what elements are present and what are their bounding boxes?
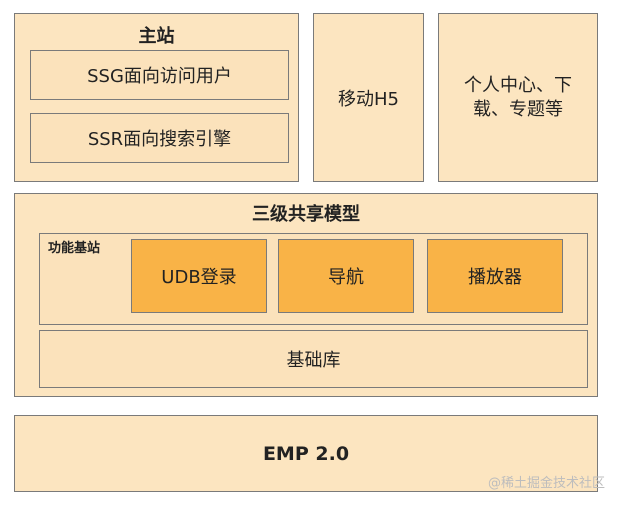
player-module: 播放器 xyxy=(427,239,563,313)
personal-center-panel: 个人中心、下载、专题等 xyxy=(438,13,598,182)
mobile-h5-panel: 移动H5 xyxy=(313,13,424,182)
feature-station-panel: 功能基站 UDB登录 导航 播放器 xyxy=(39,233,588,325)
udb-login-label: UDB登录 xyxy=(161,267,237,288)
personal-center-label: 个人中心、下载、专题等 xyxy=(464,74,572,120)
shared-model-title: 三级共享模型 xyxy=(252,204,360,225)
ssg-label: SSG面向访问用户 xyxy=(87,66,232,87)
ssr-label: SSR面向搜索引擎 xyxy=(87,129,232,150)
ssr-box: SSR面向搜索引擎 xyxy=(30,113,289,163)
main-site-panel: 主站 SSG面向访问用户 SSR面向搜索引擎 xyxy=(14,13,299,182)
emp-panel: EMP 2.0 xyxy=(14,415,598,492)
base-lib-box: 基础库 xyxy=(39,330,588,388)
mobile-h5-label: 移动H5 xyxy=(338,88,399,110)
base-lib-label: 基础库 xyxy=(286,350,341,371)
ssg-box: SSG面向访问用户 xyxy=(30,50,289,100)
player-label: 播放器 xyxy=(468,267,522,288)
udb-login-module: UDB登录 xyxy=(131,239,267,313)
emp-label: EMP 2.0 xyxy=(262,442,350,465)
nav-module: 导航 xyxy=(278,239,414,313)
feature-station-title: 功能基站 xyxy=(48,241,101,256)
watermark: @稀土掘金技术社区 xyxy=(487,476,605,491)
nav-label: 导航 xyxy=(328,267,364,288)
main-site-title: 主站 xyxy=(138,26,175,47)
shared-model-panel: 三级共享模型 功能基站 UDB登录 导航 播放器 基础库 xyxy=(14,193,598,397)
